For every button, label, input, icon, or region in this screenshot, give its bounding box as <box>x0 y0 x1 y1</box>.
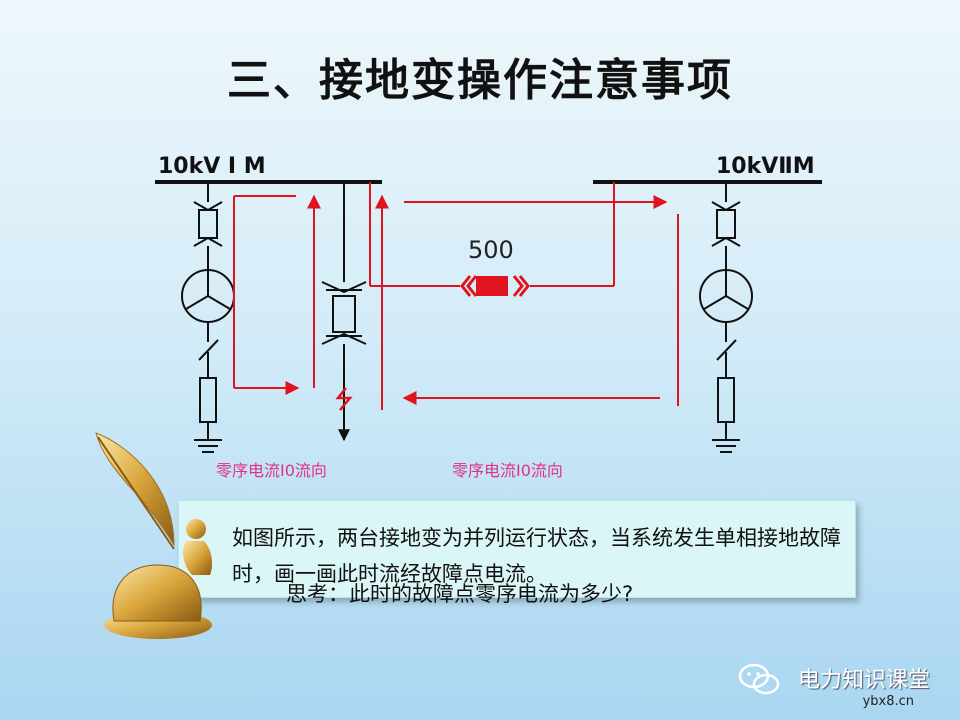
left-feeder <box>321 182 367 442</box>
footer-brand: 电力知识课堂 <box>797 668 930 693</box>
left-grounding-transformer <box>181 182 235 453</box>
flow-label-left: 零序电流I0流向 <box>216 461 327 480</box>
fault-point-icon <box>335 387 353 411</box>
note-box <box>178 500 856 598</box>
resistor-500-icon <box>460 275 530 297</box>
flow-label-right: 零序电流I0流向 <box>452 461 563 480</box>
wechat-icon <box>738 663 780 695</box>
page-title: 三、接地变操作注意事项 <box>227 55 733 106</box>
footer-url: ybx8.cn <box>862 694 914 709</box>
resistor-value-label: 500 <box>468 236 514 264</box>
note-question: 思考：此时的故障点零序电流为多少? <box>286 582 634 606</box>
bus-left-label: 10kV I M <box>158 154 266 179</box>
note-text: 如图所示，两台接地变为并列运行状态，当系统发生单相接地故障时，画一画此时流经故障… <box>232 526 841 586</box>
bus-right-label: 10kVⅡM <box>716 154 815 179</box>
right-grounding-transformer <box>699 182 753 453</box>
quill-pen-figure-icon <box>95 432 212 639</box>
flow-arrows-right <box>370 182 679 406</box>
flow-arrows-left <box>233 182 389 410</box>
